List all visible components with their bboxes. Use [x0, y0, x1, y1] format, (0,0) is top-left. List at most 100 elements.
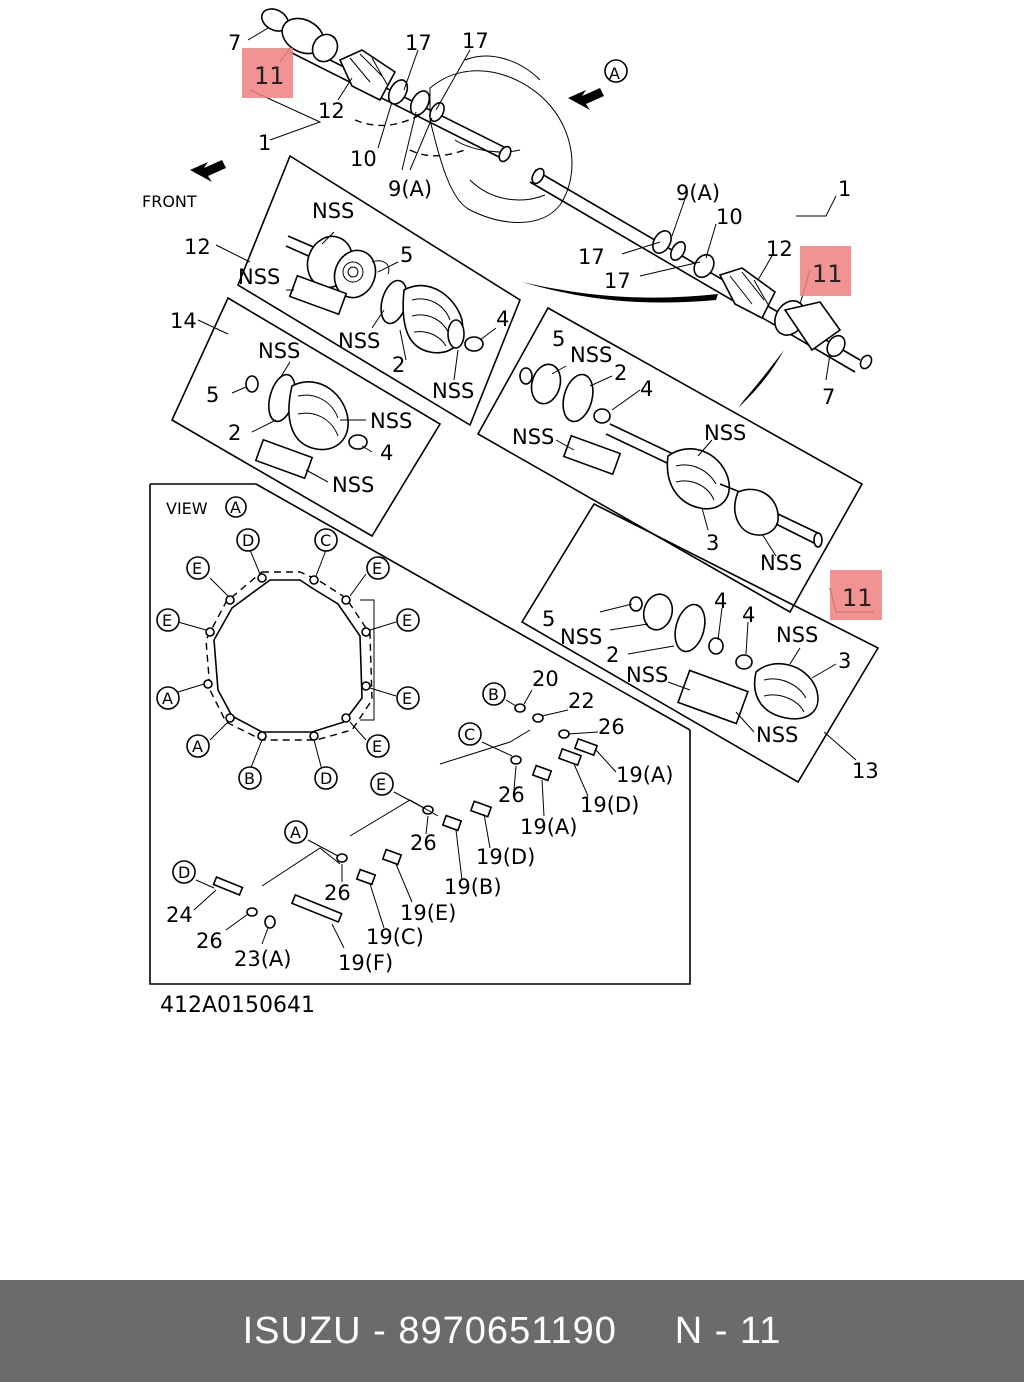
callout-7-right: 7 [822, 385, 835, 409]
panel13-callout-3: 3 [838, 649, 851, 673]
panelR-nss-4: NSS [760, 551, 802, 575]
footer-bar: ISUZU - 8970651190 N - 11 [0, 1280, 1024, 1382]
highlight-11-lower [830, 570, 882, 620]
highlight-11-label-1: 11 [254, 62, 285, 90]
view-label: VIEW [166, 499, 208, 518]
panel13-nss-4: NSS [756, 723, 798, 747]
callout-26-c: 26 [410, 831, 437, 855]
callout-12: 12 [318, 99, 345, 123]
panel12-callout-5: 5 [400, 243, 413, 267]
hole-letter-d2: D [320, 769, 332, 788]
pointer-wedge-upper [522, 282, 718, 303]
panel13-callout-2: 2 [606, 643, 619, 667]
panel12-nss-4: NSS [432, 379, 474, 403]
hole-letter-e2: E [192, 559, 202, 578]
pointer-wedge-lower [738, 350, 784, 408]
panelR-callout-2: 2 [614, 361, 627, 385]
group-letter-a: A [290, 823, 301, 842]
panel13-callout-4a: 4 [714, 589, 727, 613]
callout-19a-1: 19(A) [616, 763, 673, 787]
callout-17-right-a: 17 [578, 245, 605, 269]
panel-right-joint-detail [476, 306, 864, 614]
hole-letter-e3: E [162, 611, 172, 630]
drawing-id: 412A0150641 [160, 993, 315, 1018]
footer-part-number: ISUZU - 8970651190 N - 11 [242, 1309, 782, 1352]
hole-letter-a1: A [162, 689, 173, 708]
panelR-nss-1: NSS [570, 343, 612, 367]
group-letter-b: B [488, 685, 499, 704]
panel12-nss-2: NSS [238, 265, 280, 289]
callout-10: 10 [350, 147, 377, 171]
panel-12-inner-joint [215, 154, 521, 427]
group-letter-c: C [464, 725, 475, 744]
callout-9a: 9(A) [388, 177, 432, 201]
callout-23a: 23(A) [234, 947, 291, 971]
hole-letter-e1: E [372, 559, 382, 578]
panel13-nss-1: NSS [560, 625, 602, 649]
hole-letter-c1: C [320, 531, 331, 550]
hole-letter-e4: E [402, 611, 412, 630]
panel12-nss-1: NSS [312, 199, 354, 223]
panelR-callout-3: 3 [706, 531, 719, 555]
callout-10-right: 10 [716, 205, 743, 229]
view-a-panel [149, 483, 691, 985]
panel14-callout-5: 5 [206, 383, 219, 407]
group-letter-d: D [178, 863, 190, 882]
panel14-nss-2: NSS [370, 409, 412, 433]
callout-22: 22 [568, 689, 595, 713]
panel12-callout-4: 4 [496, 307, 509, 331]
panel13-nss-2: NSS [776, 623, 818, 647]
hole-letter-b1: B [244, 769, 255, 788]
panel-13-label: 13 [852, 759, 879, 783]
left-drive-shaft [247, 8, 573, 223]
callout-19d-2: 19(D) [476, 845, 535, 869]
hole-letter-e6: E [372, 737, 382, 756]
panel-13-boot-kit [520, 502, 880, 784]
callout-19f: 19(F) [338, 951, 393, 975]
callout-26-d: 26 [324, 881, 351, 905]
panel13-callout-4b: 4 [742, 603, 755, 627]
hole-letter-a2: A [192, 737, 203, 756]
callout-26-e: 26 [196, 929, 223, 953]
group-letter-e: E [376, 775, 386, 794]
callout-1: 1 [258, 131, 271, 155]
callout-20: 20 [532, 667, 559, 691]
panelR-callout-5: 5 [552, 327, 565, 351]
callout-9a-right: 9(A) [676, 181, 720, 205]
highlight-11-top-left [242, 48, 293, 98]
right-drive-shaft [529, 167, 873, 381]
callout-19d-1: 19(D) [580, 793, 639, 817]
callout-12-right: 12 [766, 237, 793, 261]
panel13-nss-3: NSS [626, 663, 668, 687]
callout-19e: 19(E) [400, 901, 456, 925]
view-letter: A [230, 498, 241, 517]
panelR-callout-4: 4 [640, 377, 653, 401]
panel14-callout-4: 4 [380, 441, 393, 465]
panelR-nss-3: NSS [704, 421, 746, 445]
front-label: FRONT [142, 192, 197, 211]
panel-12-label: 12 [184, 235, 211, 259]
callout-17b: 17 [462, 29, 489, 53]
panel14-nss-3: NSS [332, 473, 374, 497]
callout-26-b: 26 [498, 783, 525, 807]
panel13-callout-5: 5 [542, 607, 555, 631]
highlight-11-top-right [800, 246, 851, 296]
callout-17-right-b: 17 [604, 269, 631, 293]
callout-1-right: 1 [838, 177, 851, 201]
callout-19b: 19(B) [444, 875, 502, 899]
callout-19a-2: 19(A) [520, 815, 577, 839]
callout-19c: 19(C) [366, 925, 424, 949]
view-arrow-letter: A [609, 64, 620, 83]
parts-diagram: 11 7 12 1 10 17 17 9(A) A FRONT [142, 8, 882, 1018]
panelR-nss-2: NSS [512, 425, 554, 449]
panel-14-label: 14 [170, 309, 197, 333]
callout-26-a: 26 [598, 715, 625, 739]
hole-letter-d1: D [242, 531, 254, 550]
panel-14-outer-boot-kit [170, 296, 442, 538]
callout-24: 24 [166, 903, 193, 927]
highlight-11-label-3: 11 [842, 584, 873, 612]
hole-letter-e5: E [402, 689, 412, 708]
highlight-11-label-2: 11 [812, 260, 843, 288]
panel12-callout-2: 2 [392, 353, 405, 377]
panel14-callout-2: 2 [228, 421, 241, 445]
